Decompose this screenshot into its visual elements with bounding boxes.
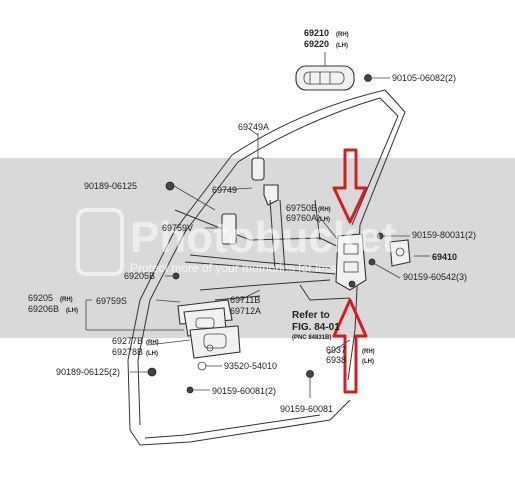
clip-93520-54010 (197, 361, 207, 371)
watermark: Photobucket Protect more of your memorie… (76, 208, 397, 276)
inside-handle-bezel (189, 325, 241, 359)
door-lock-assembly (335, 233, 367, 291)
label-69277B: 69277B (112, 336, 143, 346)
label-69220-lh: (LH) (336, 43, 348, 49)
label-69749: 69749 (212, 185, 237, 195)
screws-90159-80031 (376, 232, 410, 240)
label-69712A: 69712A (230, 306, 261, 316)
watermark-brand: Photobucket (130, 213, 397, 262)
label-69206B: 69206B (28, 304, 59, 314)
clip-90189-06125 (165, 181, 216, 211)
label-69759V: 69759V (162, 223, 193, 233)
label-90159-80031: 90159-80031(2) (412, 230, 476, 240)
label-90189-06125: 90189-06125 (84, 181, 137, 191)
red-arrow-up (332, 298, 368, 394)
red-arrow-down (332, 148, 368, 224)
label-69277B-rh: (RH) (146, 340, 159, 346)
label-69220: 69220 (304, 39, 329, 49)
pnc-reference: (PNC 84831B) (292, 335, 331, 341)
label-90189-06125-2: 90189-06125(2) (56, 367, 120, 377)
label-69760A-lh: (LH) (318, 217, 330, 223)
label-69205: 69205 (28, 293, 53, 303)
refer-to-label: Refer to (292, 310, 330, 321)
linkage-rods (174, 199, 351, 301)
screw-90159-60081-2 (186, 386, 210, 394)
screw-90105 (364, 74, 390, 82)
outside-door-handle (295, 65, 355, 91)
screw-90159-60081 (306, 370, 314, 398)
label-69205-rh: (RH) (60, 297, 73, 303)
label-69206B-lh: (LH) (66, 308, 78, 314)
rod-guide-69759V (221, 213, 237, 245)
label-90159-60542: 90159-60542(3) (403, 272, 467, 282)
label-69205B: 69205B (124, 271, 155, 281)
label-69410: 69410 (432, 252, 457, 262)
label-69278B-lh: (LH) (146, 351, 158, 357)
label-69759S: 69759S (96, 296, 127, 306)
label-69210-rh: (RH) (336, 32, 349, 38)
label-69210: 69210 (304, 28, 329, 38)
label-90105-06082: 90105-06082(2) (392, 73, 456, 83)
screws-90159-60542 (368, 258, 401, 279)
label-69380: 6938 (326, 355, 346, 365)
leader-lines (85, 127, 430, 373)
door-frame (127, 89, 406, 446)
label-69370-rh: (RH) (362, 349, 375, 355)
label-69750B-rh: (RH) (318, 207, 331, 213)
clip-90189-06125-2 (147, 367, 157, 377)
part-labels: 69210 (RH) 69220 (LH) 90105-06082(2) 697… (28, 28, 476, 414)
label-93520-54010: 93520-54010 (224, 361, 277, 371)
label-69370: 6937 (326, 345, 346, 355)
label-90159-60081-2: 90159-60081(2) (212, 386, 276, 396)
label-69380-lh: (LH) (362, 359, 374, 365)
lock-cylinder-69749A (251, 133, 279, 206)
label-69749A: 69749A (238, 122, 269, 132)
striker-69410 (389, 239, 411, 267)
fig-reference: FIG. 84-01 (292, 322, 340, 333)
label-69760A: 69760A (286, 213, 317, 223)
label-69278B: 69278B (112, 347, 143, 357)
label-69711B: 69711B (230, 295, 260, 305)
label-90159-60081: 90159-60081 (280, 404, 333, 414)
label-69750B: 69750B (286, 203, 317, 213)
watermark-tagline: Protect more of your memories for less! (130, 261, 340, 275)
